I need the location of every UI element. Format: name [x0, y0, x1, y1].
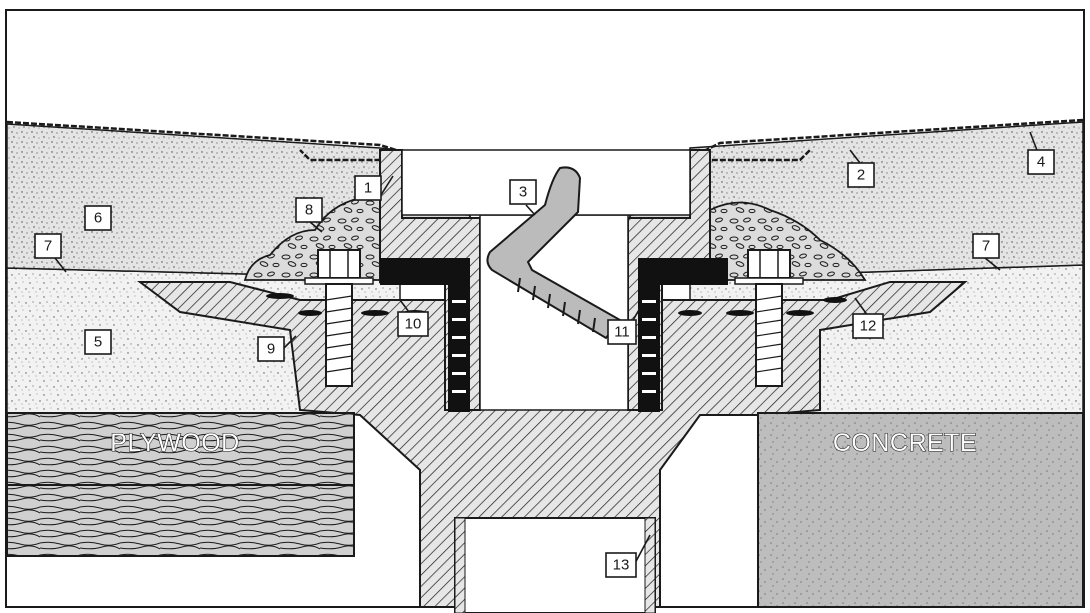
svg-text:7: 7 — [982, 238, 990, 255]
svg-text:6: 6 — [94, 210, 102, 227]
callout-9: 9 — [257, 336, 285, 362]
callout-6: 6 — [84, 205, 112, 231]
seal-ribs — [452, 300, 656, 393]
svg-text:7: 7 — [44, 238, 52, 255]
callout-1: 1 — [354, 175, 382, 201]
svg-text:13: 13 — [613, 557, 630, 574]
callout-5: 5 — [84, 329, 112, 355]
svg-text:10: 10 — [405, 316, 422, 333]
svg-text:9: 9 — [267, 341, 275, 358]
outlet-pipe-wall-left — [454, 517, 466, 613]
concrete-deck — [757, 412, 1084, 608]
callout-4: 4 — [1027, 149, 1055, 175]
callout-10: 10 — [397, 311, 429, 337]
callout-13: 13 — [605, 552, 637, 578]
svg-text:12: 12 — [860, 318, 877, 335]
callout-12: 12 — [852, 313, 884, 339]
clamp-bolt-right — [734, 249, 804, 387]
callout-8: 8 — [295, 197, 323, 223]
svg-text:11: 11 — [614, 324, 630, 341]
svg-text:2: 2 — [857, 167, 865, 184]
callout-2: 2 — [847, 162, 875, 188]
svg-text:4: 4 — [1037, 154, 1045, 171]
svg-text:1: 1 — [364, 180, 372, 197]
plywood-label: PLYWOOD — [110, 429, 239, 457]
svg-text:8: 8 — [305, 202, 313, 219]
concrete-label: CONCRETE — [833, 429, 977, 457]
svg-text:5: 5 — [94, 334, 102, 351]
callout-3: 3 — [509, 179, 537, 205]
strainer-slots — [517, 277, 596, 333]
clamp-bolt-left — [304, 249, 374, 387]
callout-7-left: 7 — [34, 233, 62, 259]
rubber-seal-right — [638, 258, 728, 412]
callout-7-right: 7 — [972, 233, 1000, 259]
rubber-seal-left — [380, 258, 470, 412]
svg-text:3: 3 — [519, 184, 527, 201]
strainer-dome — [486, 166, 622, 340]
callout-11: 11 — [607, 319, 637, 345]
outlet-pipe-wall-right — [644, 517, 656, 613]
